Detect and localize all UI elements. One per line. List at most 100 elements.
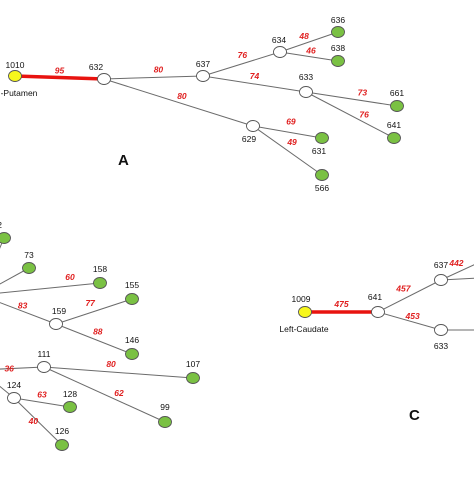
node-a641 <box>387 132 401 144</box>
edge-weight-a629-a566: 49 <box>286 137 297 147</box>
node-c1009 <box>298 306 312 318</box>
node-a1010 <box>8 70 22 82</box>
edge-b111-b99 <box>43 366 166 423</box>
node-label-b128: 128 <box>63 389 77 399</box>
node-label-b158: 158 <box>93 264 107 274</box>
node-a661 <box>390 100 404 112</box>
node-a638 <box>331 55 345 67</box>
node-b126 <box>55 439 69 451</box>
node-labels-layer: 1010 -Putamen 632 637 634 636 638 633 661 641 629 6… <box>0 15 448 436</box>
edge-weight-b111-b107: 80 <box>106 359 116 369</box>
edge-weight-c641-c633: 453 <box>405 311 420 321</box>
node-a631 <box>315 132 329 144</box>
node-label-b111: 111 <box>38 349 51 359</box>
node-label-b146: 146 <box>125 335 139 345</box>
edge-weight-a634-a636: 48 <box>298 31 309 41</box>
node-label-c641: 641 <box>368 292 382 302</box>
node-b158 <box>93 277 107 289</box>
edge-a1010-a632 <box>14 74 105 81</box>
edge-bhubL-b73 <box>0 267 30 285</box>
edge-a633-a641 <box>305 91 395 139</box>
node-label-b126: 126 <box>55 426 69 436</box>
edge-a634-a636 <box>279 31 339 53</box>
node-label-b124: 124 <box>7 380 21 390</box>
edge-bhubL-b159 <box>0 302 57 325</box>
edge-a629-a631 <box>252 125 323 139</box>
edge-a632-a637 <box>103 75 204 80</box>
edge-bhubB-b124 <box>0 385 15 399</box>
edge-weight-bhubL-b159: 83 <box>18 300 28 310</box>
edge-weight-a629-a631: 69 <box>286 117 296 127</box>
edge-weight-a632-a637: 80 <box>154 64 164 74</box>
node-label-a1010: 1010 <box>6 60 25 70</box>
node-label-a629: 629 <box>242 134 256 144</box>
node-label-a641: 641 <box>387 120 401 130</box>
edge-weight-c637-cEdgeTop: 442 <box>448 258 463 268</box>
node-label-b155: 155 <box>125 280 139 290</box>
node-label-b107: 107 <box>186 359 200 369</box>
node-b128 <box>63 401 77 413</box>
node-label-a636: 636 <box>331 15 345 25</box>
node-caption-a1010: -Putamen <box>1 88 38 98</box>
node-label-a634: 634 <box>272 35 286 45</box>
node-label-a632: 632 <box>89 62 103 72</box>
edge-weight-a633-a641: 76 <box>359 109 369 119</box>
edge-weight-b124-b126: 40 <box>28 416 39 426</box>
node-b73 <box>22 262 36 274</box>
nodes-layer <box>0 26 448 451</box>
edge-b111-b107 <box>43 366 194 379</box>
panel-letter-a: A <box>118 152 129 169</box>
edge-bhubL-b2 <box>0 237 5 249</box>
node-b111 <box>37 361 51 373</box>
edge-weight-bhubL-b158: 60 <box>65 272 75 282</box>
edge-c641-c633 <box>377 311 442 331</box>
edge-a637-a633 <box>202 75 307 93</box>
edge-b159-b155 <box>55 298 133 325</box>
node-label-a661: 661 <box>390 88 404 98</box>
node-b99 <box>158 416 172 428</box>
node-b107 <box>186 372 200 384</box>
node-label-c1009: 1009 <box>292 294 311 304</box>
edge-weight-a634-a638: 46 <box>305 46 316 56</box>
node-caption-c1009: Left-Caudate <box>279 324 328 334</box>
edge-weight-b124-b128: 63 <box>37 390 47 400</box>
node-label-b73: 73 <box>24 250 34 260</box>
edge-weight-a637-a634: 76 <box>238 50 248 60</box>
node-b146 <box>125 348 139 360</box>
node-a633 <box>299 86 313 98</box>
node-label-a638: 638 <box>331 43 345 53</box>
node-label-a633: 633 <box>299 72 313 82</box>
edge-weight-a1010-a632: 95 <box>55 66 65 76</box>
edge-a633-a661 <box>305 91 398 107</box>
edge-weight-a632-a629: 80 <box>177 91 187 101</box>
node-label-b159: 159 <box>52 306 66 316</box>
node-b124 <box>7 392 21 404</box>
node-label-a566: 566 <box>315 183 329 193</box>
edge-a637-a634 <box>202 51 281 77</box>
edge-weight-b159-b146: 88 <box>93 327 103 337</box>
edge-weight-b159-b155: 77 <box>85 298 96 308</box>
node-label-c633: 633 <box>434 341 448 351</box>
node-a636 <box>331 26 345 38</box>
edge-a632-a629 <box>103 78 254 127</box>
node-b2 <box>0 232 11 244</box>
node-a629 <box>246 120 260 132</box>
node-label-a631: 631 <box>312 146 326 156</box>
edge-bhubB-b111 <box>0 366 45 370</box>
edge-weight-c1009-c641: 475 <box>333 299 348 309</box>
edge-weight-b111-b99: 62 <box>114 388 124 398</box>
node-label-b99: 99 <box>160 402 170 412</box>
node-b159 <box>49 318 63 330</box>
edges-layer <box>0 31 474 446</box>
node-a637 <box>196 70 210 82</box>
node-a566 <box>315 169 329 181</box>
edge-c641-c637 <box>377 279 442 313</box>
node-label-c637: 637 <box>434 260 448 270</box>
edge-bhubL-b158 <box>0 282 101 294</box>
edge-b124-b126 <box>13 397 63 446</box>
node-a634 <box>273 46 287 58</box>
node-c641 <box>371 306 385 318</box>
